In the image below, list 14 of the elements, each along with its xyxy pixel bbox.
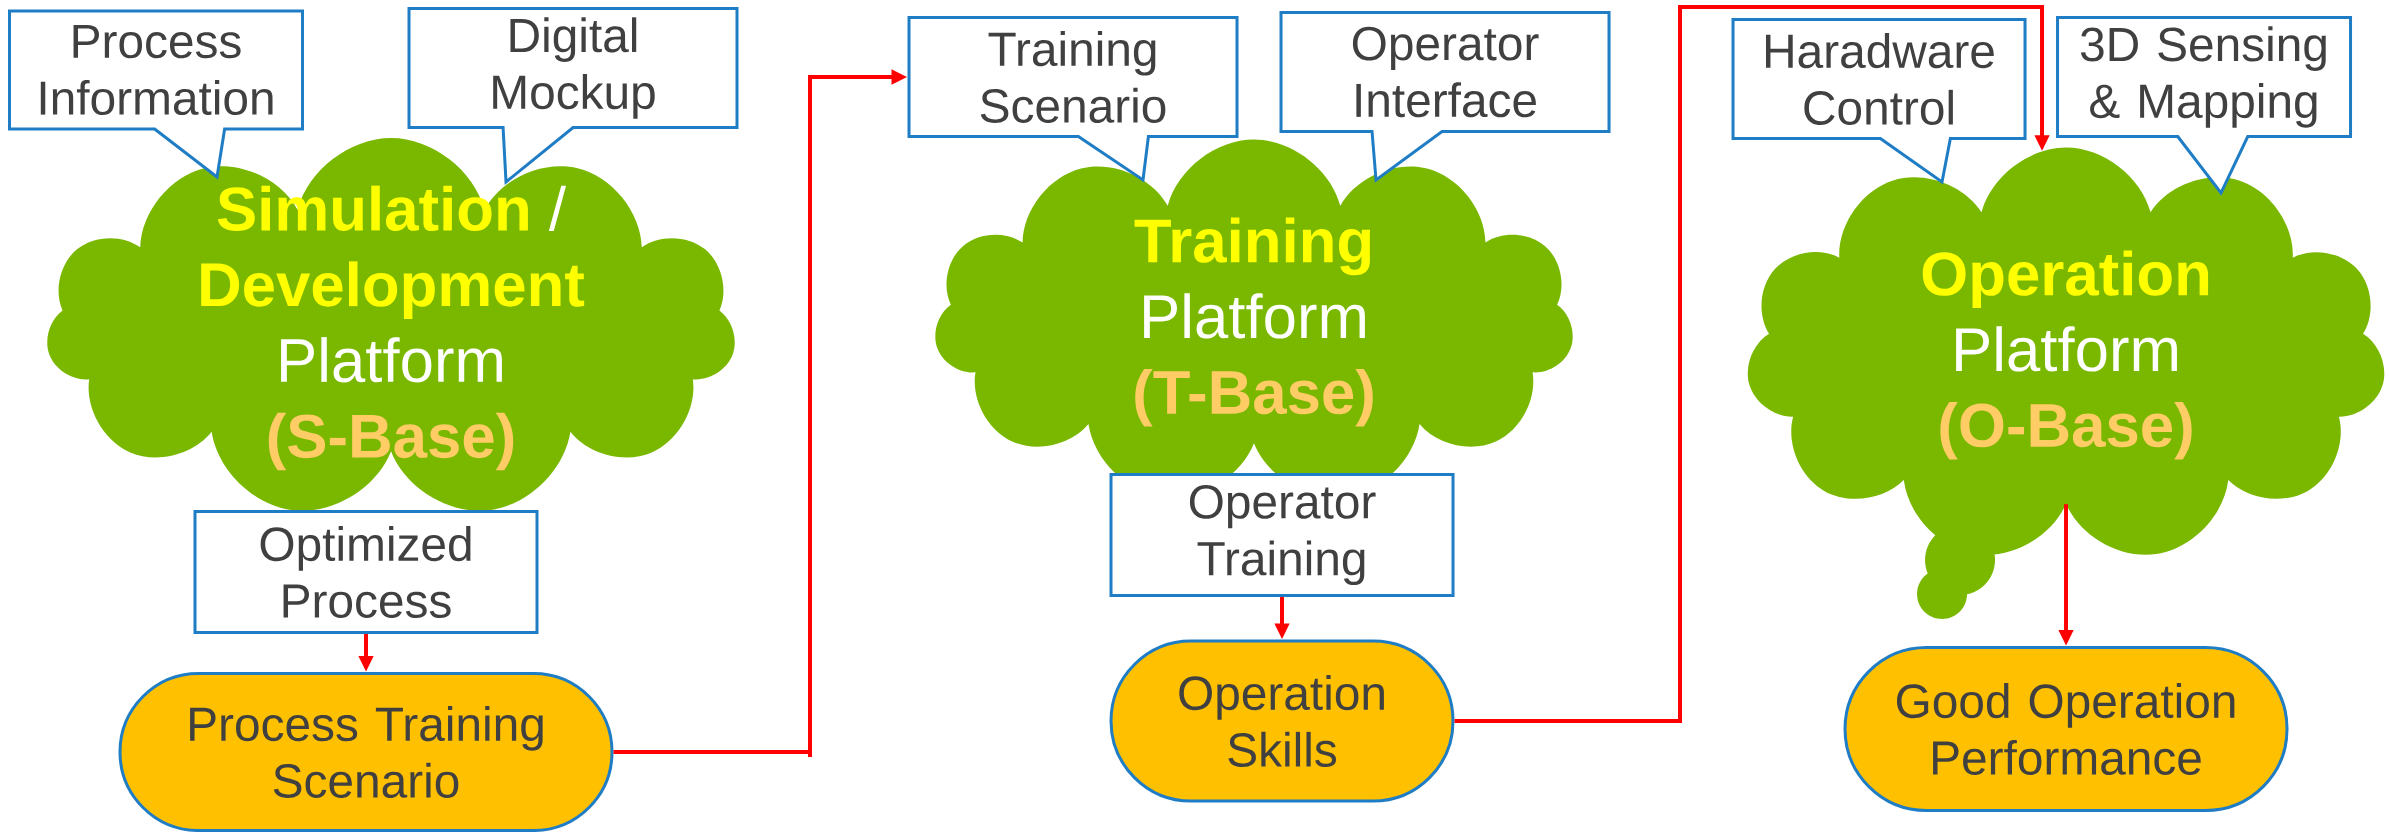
- cloud: Operation Platform (O-Base): [1747, 147, 2385, 619]
- cloud: Simulation / Development Platform (S-Base): [47, 138, 735, 511]
- callout-box: Training Scenario: [907, 16, 1239, 183]
- callout-box: Process Information: [8, 9, 304, 180]
- text-box: Operator Training: [1109, 473, 1455, 597]
- rounded-box: Process Training Scenario: [118, 672, 614, 832]
- rounded-box: Operation Skills: [1109, 639, 1455, 803]
- callout-box: 3D Sensing & Mapping: [2056, 16, 2353, 196]
- rounded-box: Good Operation Performance: [1843, 646, 2289, 812]
- callout-box: Haradware Control: [1731, 18, 2027, 185]
- text-box: Optimized Process: [193, 510, 539, 634]
- arrow: [1454, 5, 2050, 723]
- callout-box: Operator Interface: [1279, 11, 1611, 183]
- callout-box: Digital Mockup: [407, 7, 739, 186]
